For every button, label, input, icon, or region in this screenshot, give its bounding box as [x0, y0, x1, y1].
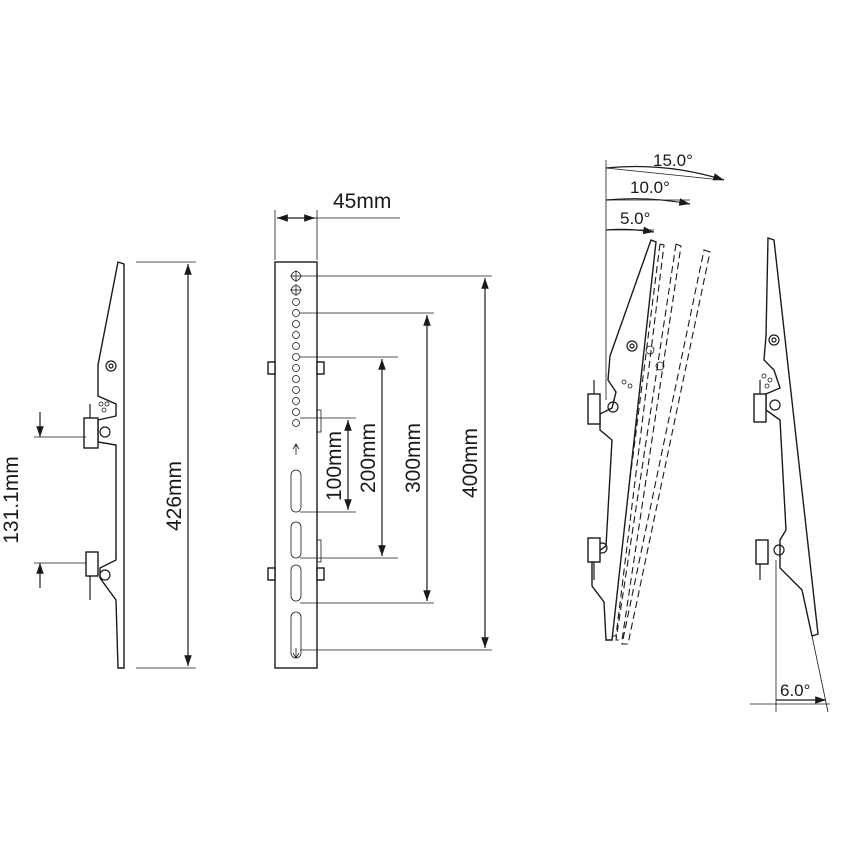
hole-400-dimension-label: 400mm [459, 428, 482, 498]
rail-spacing-dimension-label: 131.1mm [0, 456, 23, 544]
tilt-range-view: 5.0° 10.0° 15.0° [587, 151, 725, 645]
tilt-15-label: 15.0° [653, 151, 693, 170]
hole-100-dimension-label: 100mm [323, 431, 346, 501]
hole-300-dimension-label: 300mm [402, 423, 425, 493]
side-profile-view: 426mm 131.1mm [0, 261, 196, 669]
tilt-6-label: 6.0° [780, 681, 810, 700]
depth-dimension-label: 45mm [333, 190, 391, 213]
hole-200-dimension-label: 200mm [357, 423, 380, 493]
forward-tilt-view: 6.0° [750, 237, 830, 713]
tilt-10-label: 10.0° [630, 178, 670, 197]
front-view: 45mm 100mm 200mm 300mm 400mm [267, 190, 492, 669]
hole-pattern [290, 270, 302, 427]
height-dimension-label: 426mm [163, 461, 186, 531]
tilt-5-label: 5.0° [620, 209, 650, 228]
